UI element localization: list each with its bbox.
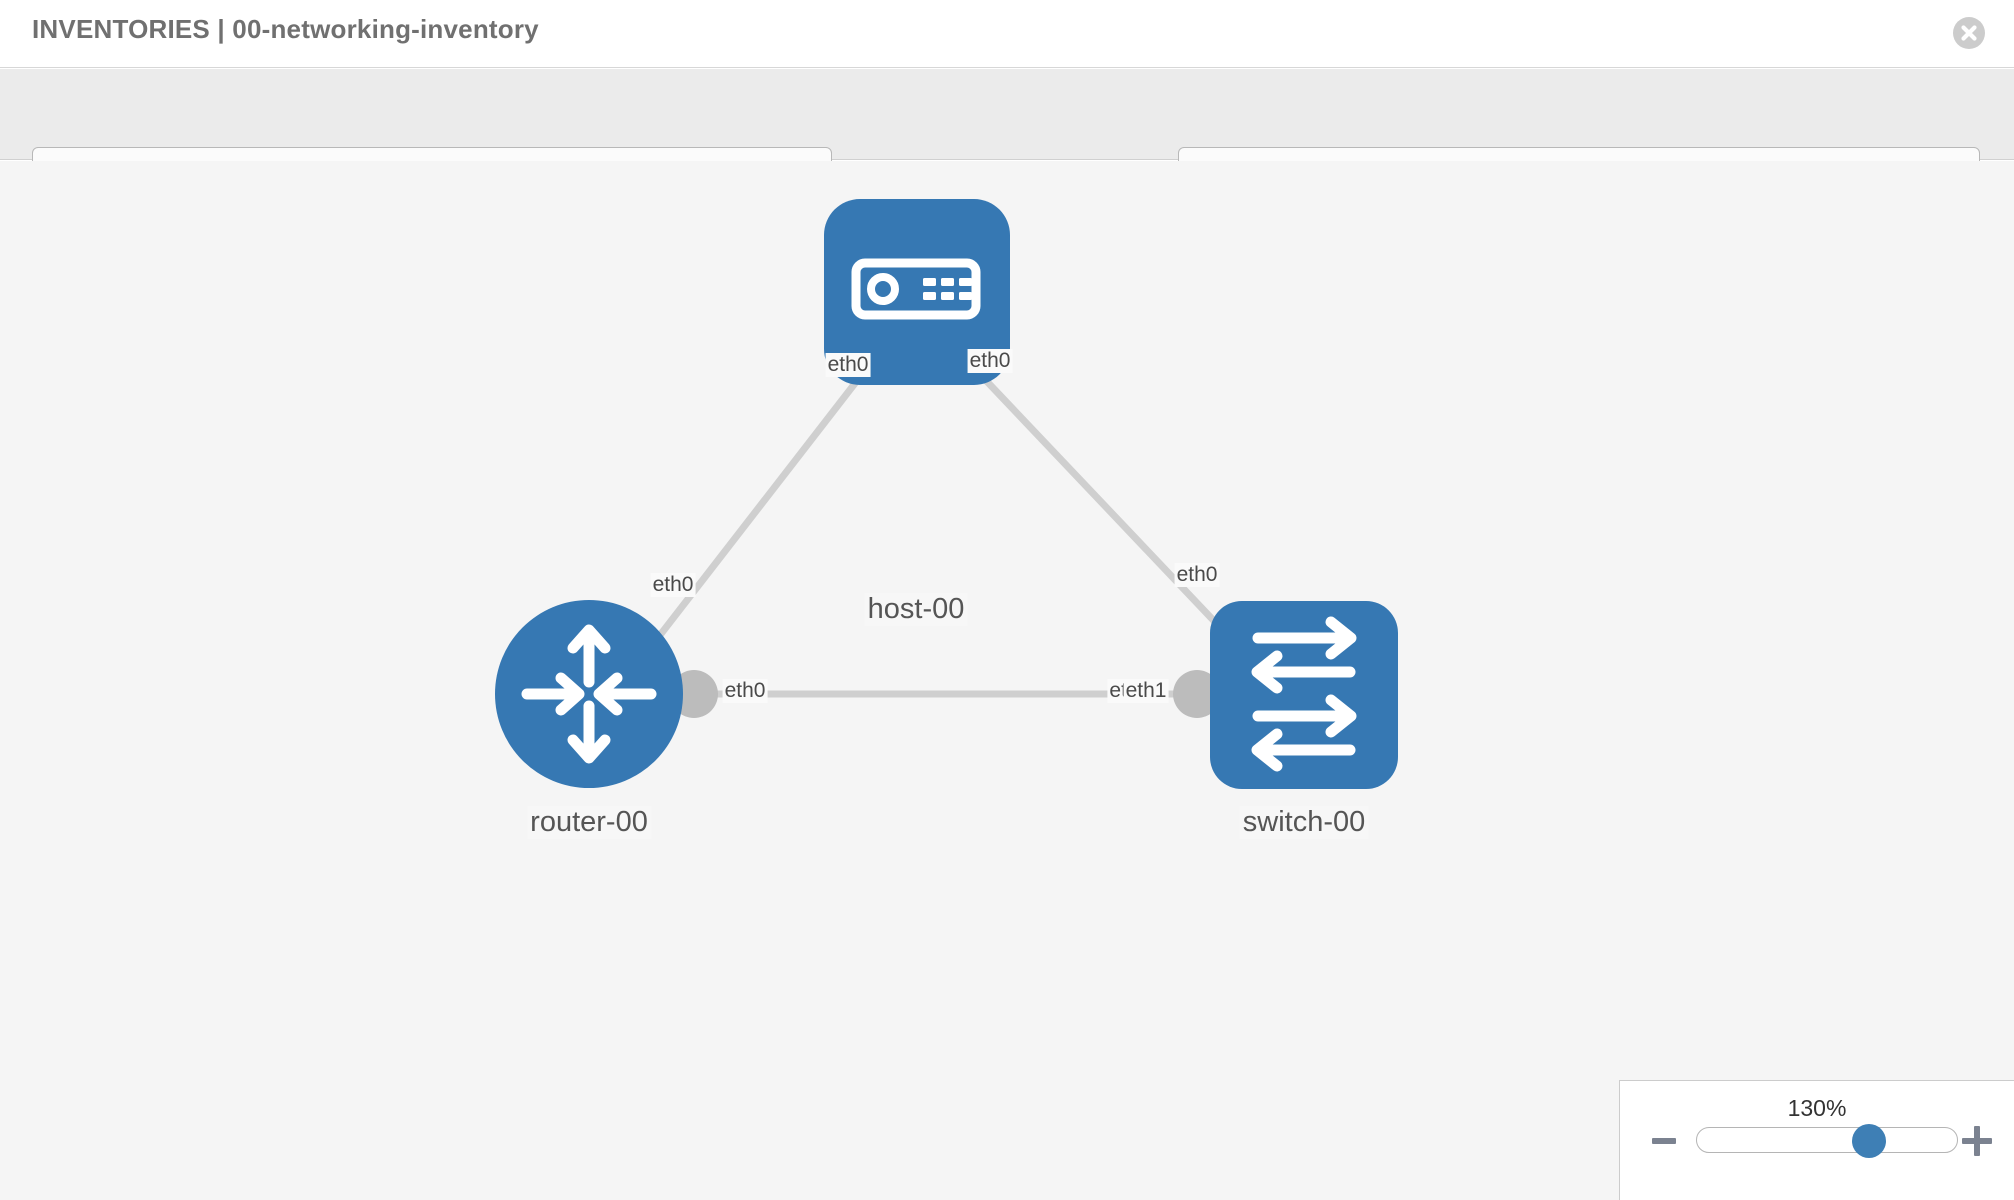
minus-icon[interactable]	[1652, 1138, 1676, 1144]
edge-label: eth1	[1123, 679, 1169, 703]
edge-label: eth0	[1174, 563, 1220, 587]
zoom-level-value: 130%	[1787, 1095, 1847, 1121]
node-switch-00[interactable]	[1210, 601, 1398, 789]
page-title: INVENTORIES | 00-networking-inventory	[32, 14, 539, 44]
plus-icon[interactable]	[1962, 1126, 1992, 1156]
edge-host-switch	[954, 347, 1256, 665]
edge-group	[636, 347, 1256, 698]
edge-label: eth0	[650, 573, 696, 597]
edge-host-router	[636, 347, 884, 665]
zoom-slider-thumb[interactable]	[1852, 1124, 1887, 1158]
node-host-00[interactable]	[824, 199, 1010, 385]
close-icon[interactable]	[1952, 16, 1986, 50]
window-header: INVENTORIES | 00-networking-inventory	[0, 0, 2014, 68]
edge-label: eth0	[967, 349, 1013, 373]
node-label-router: router-00	[527, 806, 651, 839]
connector-switch-left	[1173, 670, 1221, 718]
toolbar: ACTIONS SEARCH	[0, 69, 2014, 203]
node-router-00[interactable]	[495, 600, 683, 788]
topology-graph	[495, 199, 1398, 789]
zoom-slider[interactable]	[1696, 1124, 1958, 1158]
zoom-control-panel: 130%	[1619, 1080, 2014, 1200]
edge-label: eth0	[825, 353, 871, 377]
node-label-switch: switch-00	[1239, 806, 1369, 839]
node-label-host: host-00	[864, 593, 968, 626]
edge-label: eth0	[722, 679, 768, 703]
topology-canvas[interactable]: eth0 eth0 eth0 eth0 eth0 eth eth1 host-0…	[0, 161, 2014, 1200]
